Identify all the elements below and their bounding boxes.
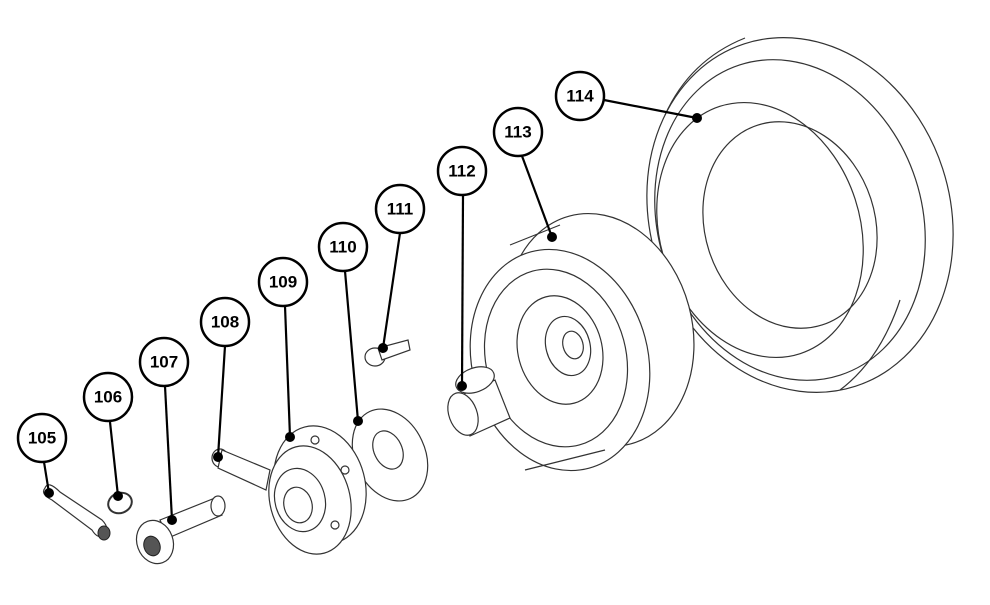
callout-110: 110	[317, 221, 369, 273]
callout-label-112: 112	[448, 162, 475, 181]
callout-113: 113	[492, 106, 544, 158]
callout-label-108: 108	[211, 313, 239, 332]
callout-111: 111	[374, 183, 426, 235]
callout-105: 105	[16, 412, 68, 464]
callout-label-106: 106	[94, 388, 122, 407]
part-111-bolt	[364, 339, 411, 367]
callout-label-114: 114	[566, 87, 594, 106]
callout-109: 109	[257, 256, 309, 308]
callout-108: 108	[199, 296, 251, 348]
callout-label-113: 113	[504, 123, 531, 142]
part-112-bushing	[447, 366, 511, 437]
callout-label-110: 110	[329, 238, 356, 257]
part-107-axle-pin	[135, 495, 226, 565]
callout-label-107: 107	[150, 353, 178, 372]
callout-label-105: 105	[28, 429, 56, 448]
leader-dots	[44, 113, 702, 525]
callout-label-111: 111	[387, 200, 414, 219]
callout-107: 107	[138, 336, 190, 388]
callout-114: 114	[554, 70, 606, 122]
callout-label-109: 109	[269, 273, 297, 292]
part-109-flange	[268, 425, 367, 555]
callout-106: 106	[82, 371, 134, 423]
part-113-hub	[469, 212, 695, 472]
part-105-lynch-pin	[42, 484, 111, 541]
part-114-tire	[646, 37, 954, 393]
callout-112: 112	[436, 145, 488, 197]
leader-lines	[42, 98, 698, 521]
